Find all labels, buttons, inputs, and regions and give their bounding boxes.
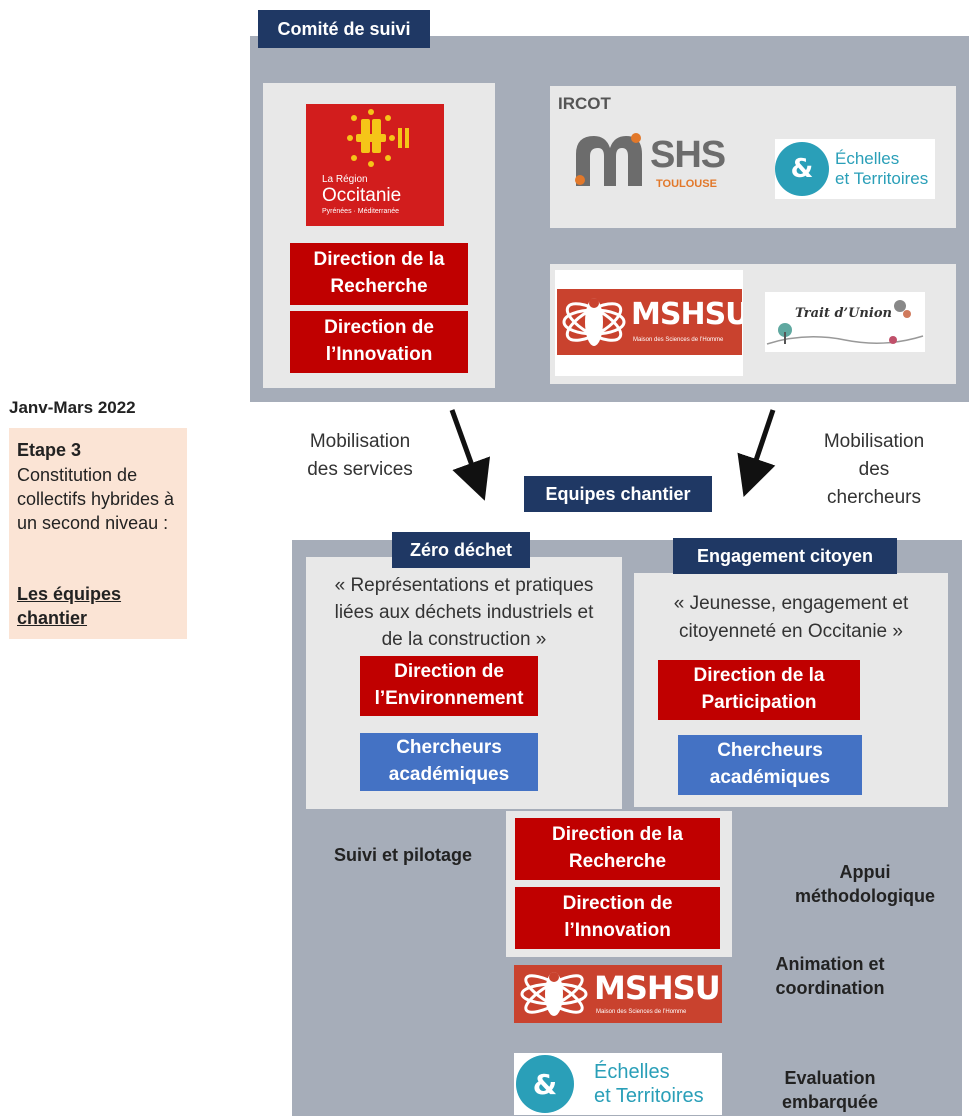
echelles-logo-line1: Échelles [835, 149, 900, 168]
mshs-logo-main: SHS [650, 134, 726, 176]
echelles-bottom-line2: et Territoires [594, 1085, 704, 1107]
zero-dechet-researchers: Chercheurs académiques [360, 733, 538, 791]
engagement-quote-1: « Jeunesse, engagement et [673, 593, 909, 614]
pilotage-label: Suivi et pilotage [333, 845, 472, 865]
atom-figure-icon-bottom [520, 972, 588, 1016]
role-appui: Appui méthodologique [795, 862, 935, 907]
region-direction-recherche: Direction de la Recherche [290, 243, 468, 305]
pilotage-direction-innovation: Direction de l’Innovation [515, 887, 720, 949]
flow-left-label-2: des services [307, 459, 413, 480]
engagement-researchers: Chercheurs académiques [678, 735, 862, 795]
ircot-label: IRCOT [558, 94, 611, 113]
region-logo-line2: Occitanie [322, 185, 402, 206]
echelles-bottom-line1: Échelles [594, 1061, 670, 1083]
equipes-chantier-badge: Equipes chantier [524, 476, 712, 512]
mshsud-logo-bottom: MSHSUD Maison des Sciences de l’Homme [514, 965, 722, 1023]
engagement-direction: Direction de la Participation [658, 660, 860, 720]
role-animation: Animation et coordination [775, 954, 885, 999]
region-occitanie-logo: La Région Occitanie Pyrénées · Méditerra… [306, 104, 444, 226]
flow-left-label-1: Mobilisation [309, 431, 411, 452]
step-highlight-1: Les équipes [17, 584, 122, 604]
engagement-title: Engagement citoyen [673, 538, 897, 574]
mshs-logo-sub: TOULOUSE [656, 178, 717, 190]
mshsud-logo-bottom-sub: Maison des Sciences de l’Homme [596, 1009, 687, 1015]
mshs-m-icon [575, 133, 642, 186]
comite-title: Comité de suivi [258, 10, 430, 48]
mshsud-logo-bottom-main: MSHSUD [594, 969, 722, 1007]
zero-dechet-title: Zéro déchet [392, 532, 530, 568]
landscape-illustration-icon [766, 300, 924, 345]
role-evaluation: Evaluation embarquée [781, 1068, 879, 1113]
step-box [9, 428, 187, 639]
zero-dechet-quote-1: « Représentations et pratiques [334, 575, 594, 596]
mshsud-logo-top: MSHSUD Maison des Sciences de l’Homme [557, 289, 742, 355]
mshsud-logo-main: MSHSUD [631, 297, 742, 332]
flow-right-label-1: Mobilisation [823, 431, 925, 452]
atom-figure-icon [562, 298, 626, 346]
flow-right-label-3: chercheurs [827, 487, 921, 508]
arrow-right-down [737, 409, 776, 497]
region-direction-innovation: Direction de l’Innovation [290, 311, 468, 373]
pilotage-direction-recherche: Direction de la Recherche [515, 818, 720, 880]
echelles-ampersand-icon-bottom: & [516, 1055, 574, 1113]
zero-dechet-quote-2: liées aux déchets industriels et [334, 602, 594, 623]
mshsud-logo-sub: Maison des Sciences de l’Homme [633, 337, 724, 343]
arrow-left-down [449, 409, 491, 501]
engagement-quote-2: citoyenneté en Occitanie » [679, 621, 903, 642]
trait-dunion-text: Trait d’Union [795, 306, 892, 321]
zero-dechet-direction: Direction de l’Environnement [360, 656, 538, 716]
echelles-ampersand-icon: & [775, 142, 829, 196]
region-logo-line1: La Région [322, 174, 368, 185]
echelles-logo-line2: et Territoires [835, 169, 929, 188]
flow-right-label-2: des [858, 459, 890, 480]
step-highlight-2: chantier [17, 608, 88, 628]
echelles-territoires-logo-bottom: & Échelles et Territoires [514, 1053, 722, 1115]
region-logo-line3: Pyrénées · Méditerranée [322, 208, 400, 215]
zero-dechet-quote-3: de la construction » [381, 629, 547, 650]
mshs-toulouse-logo: SHS TOULOUSE [570, 128, 740, 194]
trait-dunion-logo: Trait d’Union [765, 292, 925, 352]
occitan-cross-icon [347, 109, 409, 167]
timeline-date: Janv-Mars 2022 [9, 398, 136, 417]
step-description: Constitution de collectifs hybrides à un… [17, 465, 175, 533]
echelles-territoires-logo-top: & Échelles et Territoires [775, 139, 935, 199]
step-title: Etape 3 [17, 440, 82, 460]
